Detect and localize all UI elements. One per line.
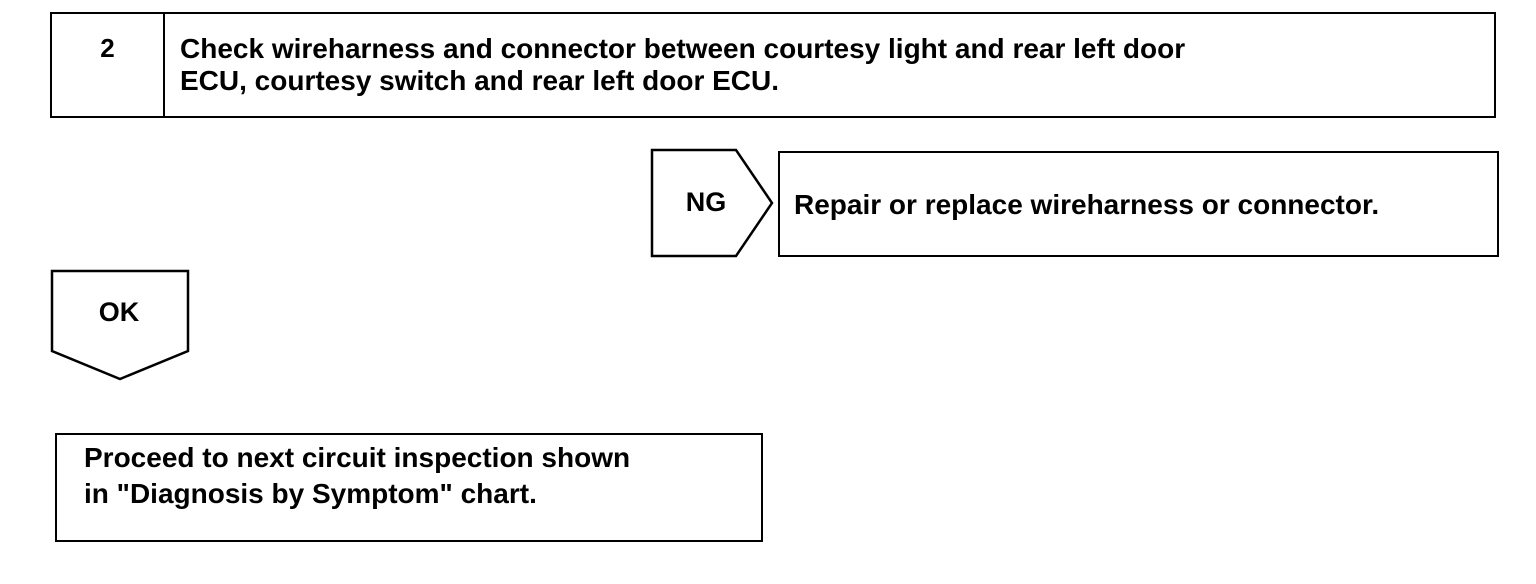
ng-arrow-shape (650, 148, 774, 258)
ok-label: OK (98, 297, 140, 327)
step-box: 2 Check wireharness and connector betwee… (50, 12, 1496, 118)
proceed-box: Proceed to next circuit inspection shown… (55, 433, 763, 542)
proceed-text-line-1: Proceed to next circuit inspection shown (84, 442, 631, 473)
ok-arrow-shape (50, 269, 190, 381)
ng-label: NG (685, 187, 727, 217)
ng-result-text: Repair or replace wireharness or connect… (794, 189, 1380, 220)
proceed-text: Proceed to next circuit inspection shown… (84, 440, 630, 512)
step-description-line-2: ECU, courtesy switch and rear left door … (180, 65, 780, 96)
ng-result-box: Repair or replace wireharness or connect… (778, 151, 1499, 257)
step-description: Check wireharness and connector between … (180, 33, 1474, 97)
step-number: 2 (52, 14, 165, 116)
step-description-line-1: Check wireharness and connector between … (180, 33, 1186, 64)
proceed-text-line-2: in "Diagnosis by Symptom" chart. (84, 478, 537, 509)
